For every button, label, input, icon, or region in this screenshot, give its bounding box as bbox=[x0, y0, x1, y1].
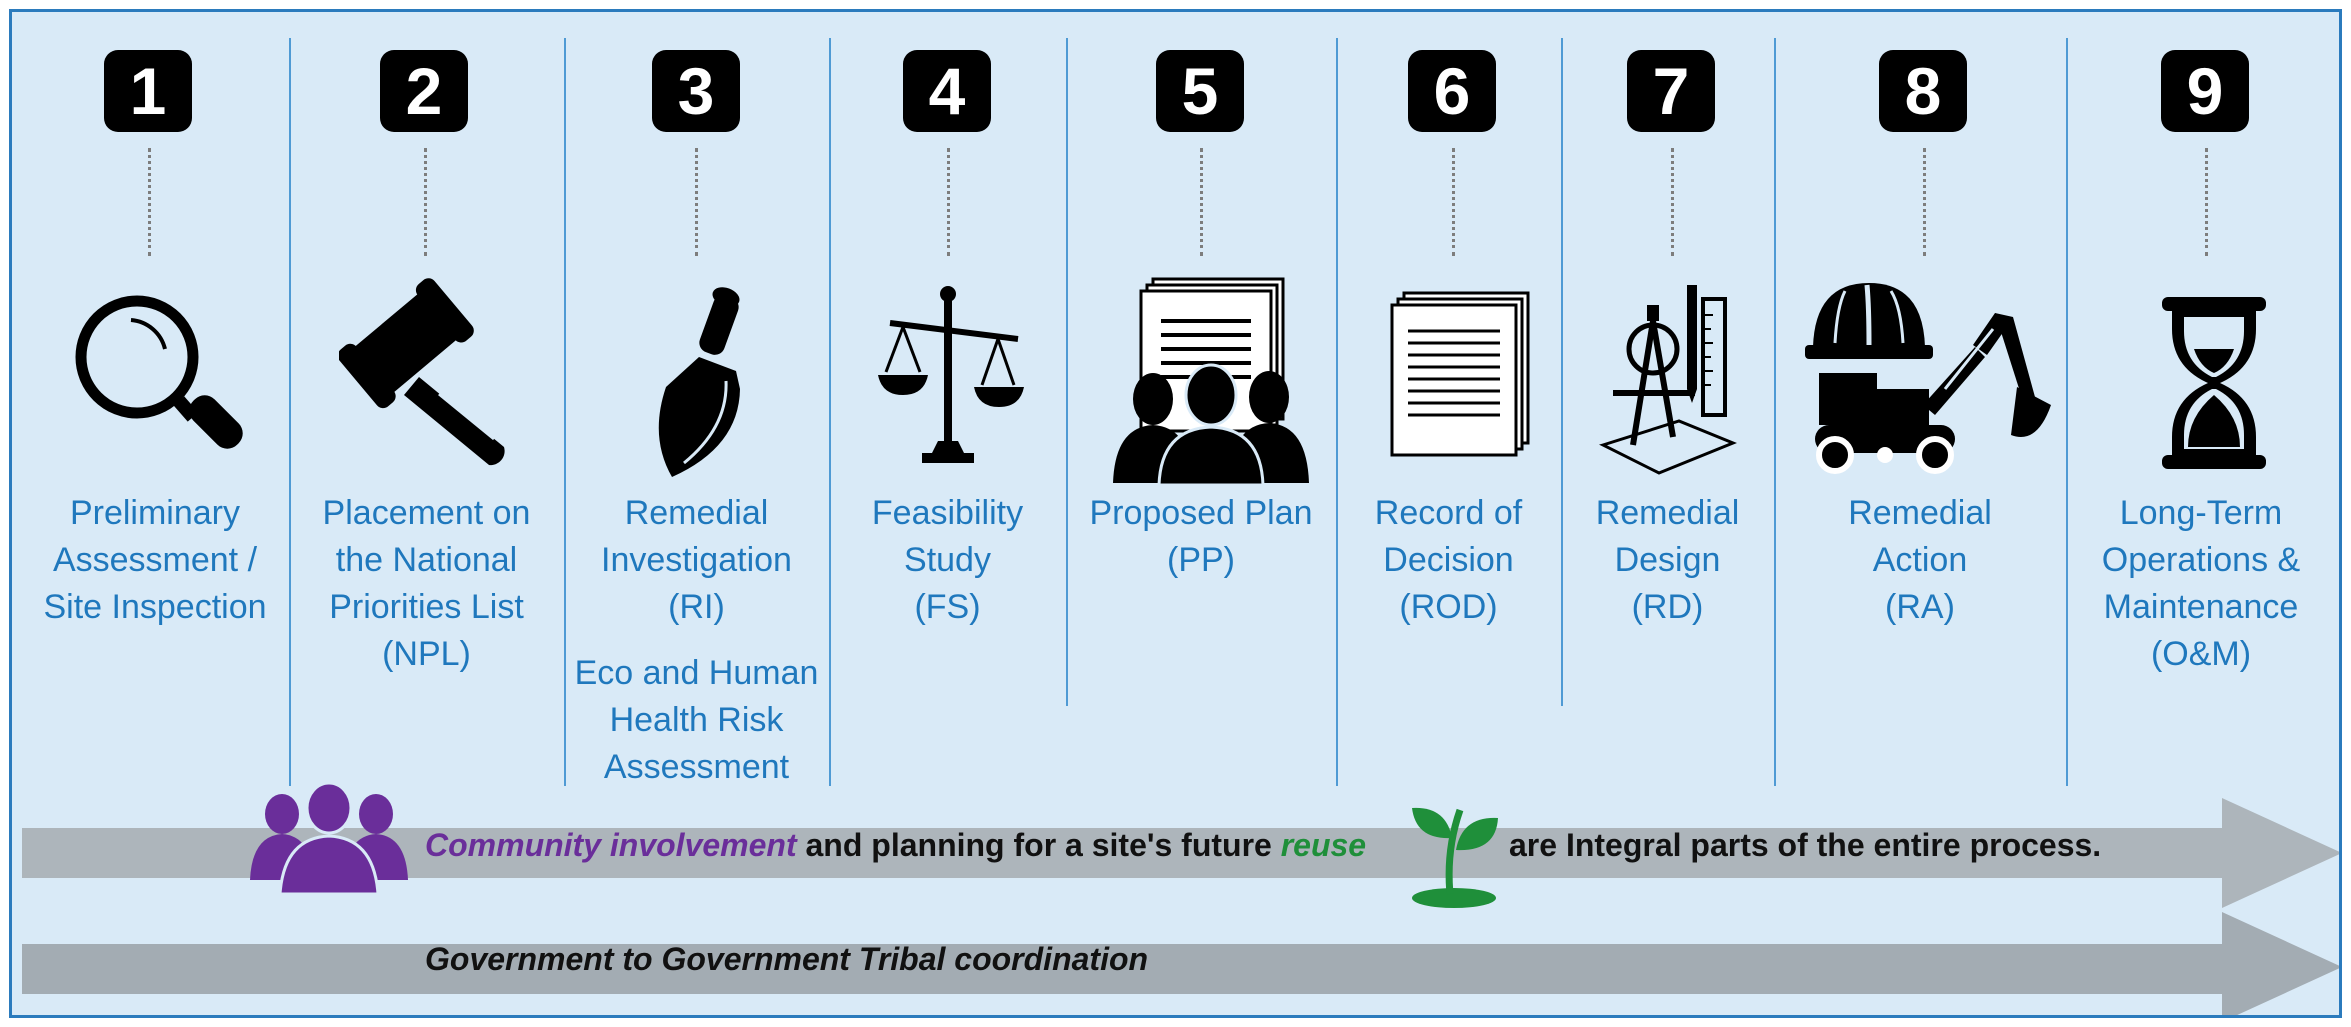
tribal-coordination-text: Government to Government Tribal coordina… bbox=[425, 941, 1149, 977]
dotted-connector bbox=[148, 148, 151, 256]
step-number-badge: 9 bbox=[2161, 50, 2249, 132]
label-line: Maintenance bbox=[2103, 588, 2299, 626]
dotted-connector bbox=[1452, 148, 1455, 256]
community-arrow bbox=[22, 798, 2339, 908]
step-7: 7 Remedial Design (RD) bbox=[1561, 12, 1774, 792]
label-line: Record of bbox=[1374, 494, 1523, 532]
step-number-badge: 3 bbox=[652, 50, 740, 132]
step-number-badge: 6 bbox=[1408, 50, 1496, 132]
divider bbox=[564, 38, 566, 786]
trowel-icon bbox=[658, 287, 740, 477]
label-line: Health Risk bbox=[609, 701, 784, 739]
label-line: the National bbox=[335, 541, 518, 579]
label-line: Preliminary bbox=[69, 494, 241, 532]
dotted-connector bbox=[695, 148, 698, 256]
label-line: Feasibility bbox=[871, 494, 1024, 532]
step-number-badge: 1 bbox=[104, 50, 192, 132]
dotted-connector bbox=[947, 148, 950, 256]
excavator-hardhat-icon bbox=[1805, 283, 2051, 474]
step-label: Remedial Action (RA) bbox=[1774, 490, 2066, 631]
label-line: Design bbox=[1614, 541, 1721, 579]
label-line: Investigation bbox=[601, 541, 792, 579]
label-line: (RI) bbox=[668, 588, 725, 626]
label-line: Remedial bbox=[624, 494, 769, 532]
community-involvement-text: Community involvement bbox=[425, 827, 797, 863]
scales-icon bbox=[878, 286, 1024, 463]
step-label: Preliminary Assessment / Site Inspection bbox=[12, 490, 298, 631]
document-stack-icon bbox=[1390, 291, 1530, 457]
step-label: Feasibility Study (FS) bbox=[829, 490, 1066, 631]
label-line: Placement on bbox=[322, 494, 531, 532]
label-line: (ROD) bbox=[1399, 588, 1498, 626]
label-line: Priorities List bbox=[329, 588, 524, 626]
label-line: Operations & bbox=[2101, 541, 2301, 579]
label-line: (PP) bbox=[1167, 541, 1235, 579]
divider bbox=[1066, 38, 1068, 706]
label-line: Eco and Human bbox=[574, 654, 819, 692]
drafting-tools-icon bbox=[1599, 285, 1737, 475]
magnifying-glass-icon bbox=[75, 295, 243, 449]
step-number-badge: 8 bbox=[1879, 50, 1967, 132]
step-2: 2 Placement on the National Priorities L… bbox=[289, 12, 564, 792]
divider bbox=[1561, 38, 1563, 706]
step-6: 6 Record of Decision (ROD) bbox=[1336, 12, 1561, 792]
step-4: 4 Feasibility Study (FS) bbox=[829, 12, 1066, 792]
step-number-badge: 7 bbox=[1627, 50, 1715, 132]
sprout-icon bbox=[1412, 807, 1498, 908]
step-sublabel: Eco and Human Health Risk Assessment bbox=[554, 650, 839, 791]
divider bbox=[289, 38, 291, 786]
planning-text: and planning for a site's future bbox=[805, 827, 1272, 863]
dotted-connector bbox=[1671, 148, 1674, 256]
divider bbox=[829, 38, 831, 786]
step-3: 3 Remedial Investigation (RI) Eco and Hu… bbox=[564, 12, 829, 792]
divider bbox=[1336, 38, 1338, 786]
step-number-badge: 5 bbox=[1156, 50, 1244, 132]
label-line: (NPL) bbox=[382, 635, 471, 673]
process-diagram: 1 Preliminary Assessment / Site Inspecti… bbox=[9, 9, 2342, 1018]
step-8: 8 Remedial Action (RA) bbox=[1774, 12, 2066, 792]
divider bbox=[2066, 38, 2068, 786]
step-label: Proposed Plan (PP) bbox=[1066, 490, 1336, 584]
divider bbox=[1774, 38, 1776, 786]
label-line: Proposed Plan bbox=[1089, 494, 1313, 532]
dotted-connector bbox=[1923, 148, 1926, 256]
step-5: 5 Proposed Plan (PP) bbox=[1066, 12, 1336, 792]
step-label: Long-Term Operations & Maintenance (O&M) bbox=[2054, 490, 2339, 678]
label-line: (RA) bbox=[1885, 588, 1955, 626]
step-label: Placement on the National Priorities Lis… bbox=[279, 490, 574, 678]
step-label: Record of Decision (ROD) bbox=[1336, 490, 1561, 631]
step-label: Remedial Investigation (RI) bbox=[554, 490, 839, 631]
label-line: Study bbox=[904, 541, 991, 579]
label-line: Action bbox=[1872, 541, 1968, 579]
step-label: Remedial Design (RD) bbox=[1561, 490, 1774, 631]
dotted-connector bbox=[424, 148, 427, 256]
step-number-badge: 2 bbox=[380, 50, 468, 132]
step-number-badge: 4 bbox=[903, 50, 991, 132]
integral-text: are Integral parts of the entire process… bbox=[1509, 827, 2102, 863]
label-line: (RD) bbox=[1631, 588, 1704, 626]
hourglass-icon bbox=[2162, 297, 2266, 469]
label-line: Long-Term bbox=[2119, 494, 2283, 532]
community-statement: Community involvement and planning for a… bbox=[425, 827, 1366, 864]
label-line: Remedial bbox=[1848, 494, 1992, 532]
community-people-icon bbox=[250, 784, 408, 896]
step-1: 1 Preliminary Assessment / Site Inspecti… bbox=[12, 12, 288, 792]
label-line: Decision bbox=[1383, 541, 1514, 579]
step-9: 9 Long-Term Operations & Maintenance (O&… bbox=[2066, 12, 2339, 792]
label-line: Assessment / bbox=[52, 541, 258, 579]
label-line: Site Inspection bbox=[43, 588, 267, 626]
reuse-text: reuse bbox=[1280, 827, 1367, 863]
label-line: Assessment bbox=[603, 748, 790, 786]
dotted-connector bbox=[2205, 148, 2208, 256]
label-line: (FS) bbox=[914, 588, 981, 626]
label-line: (O&M) bbox=[2150, 635, 2252, 673]
people-document-icon bbox=[1113, 277, 1309, 487]
gavel-icon bbox=[339, 278, 505, 466]
dotted-connector bbox=[1200, 148, 1203, 256]
tribal-coordination-arrow bbox=[22, 912, 2339, 1015]
label-line: Remedial bbox=[1595, 494, 1740, 532]
